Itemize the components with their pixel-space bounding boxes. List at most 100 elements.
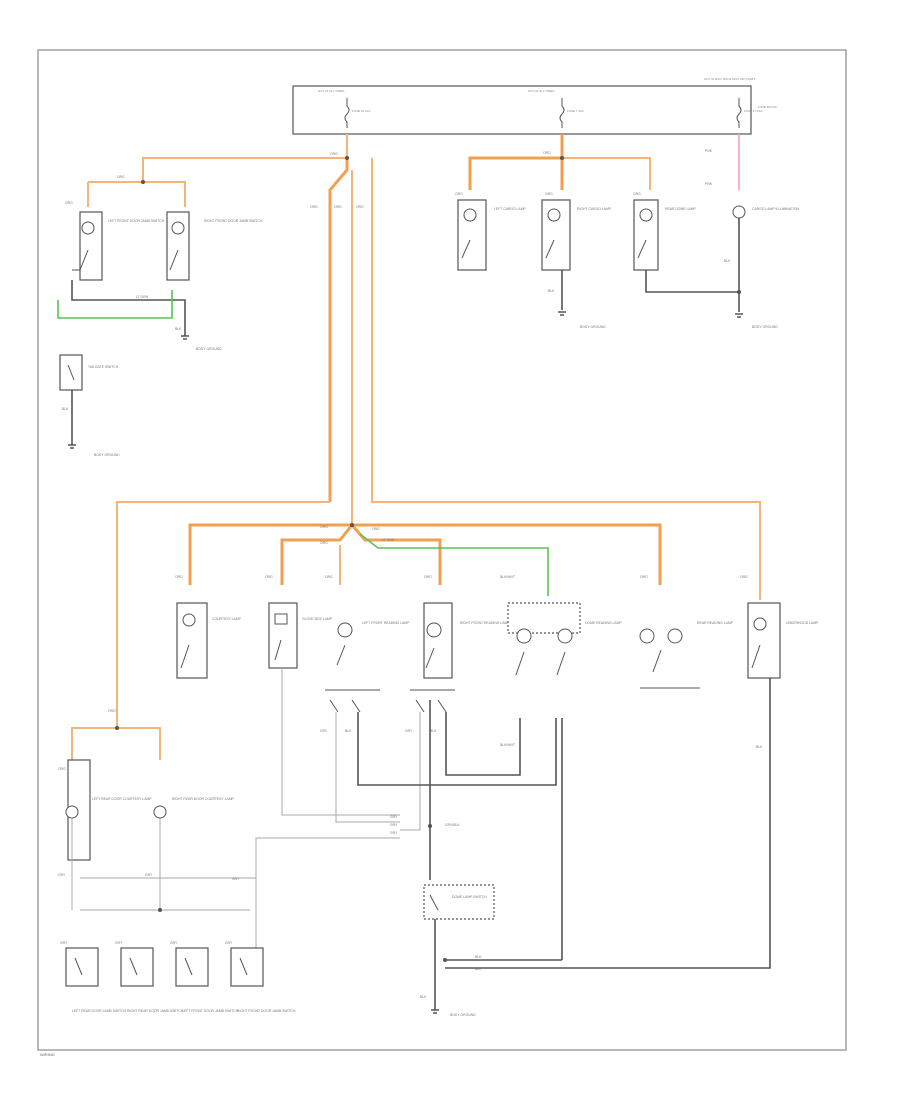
wire-fuse7-feed	[468, 134, 564, 190]
lf-reading-lamp: ORG LEFT FRONT READING LAMP	[325, 575, 410, 666]
wire-label-gry-11: GRY	[170, 941, 178, 945]
svg-text:RIGHT REAR DOOR JAMB SWITCH: RIGHT REAR DOOR JAMB SWITCH	[127, 1009, 184, 1013]
wire-label-gry-1: GRY	[320, 729, 328, 733]
wire-label-org-7: ORG	[320, 525, 328, 529]
lr-door-courtesy-lamp: ORG LEFT REAR DOOR COURTESY LAMP	[58, 759, 152, 861]
svg-text:ORG: ORG	[325, 575, 333, 579]
rear-reading-lamp: ORG REAR READING LAMP	[639, 575, 734, 689]
svg-text:ORG: ORG	[265, 575, 273, 579]
svg-text:ORG: ORG	[424, 575, 432, 579]
wire-main-down-1	[328, 158, 349, 502]
svg-text:BODY GROUND: BODY GROUND	[450, 1013, 476, 1017]
svg-text:LEFT CARGO LAMP: LEFT CARGO LAMP	[494, 207, 527, 211]
wire-label-blk-6: BLK	[430, 729, 437, 733]
svg-text:ORG: ORG	[640, 575, 648, 579]
svg-text:BODY GROUND: BODY GROUND	[94, 453, 120, 457]
wire-label-blk-7: BLK	[756, 745, 763, 749]
wire-label-grybk-1: GRY/BLK	[445, 823, 460, 827]
ground-4: BODY GROUND	[735, 313, 778, 329]
wire-label-blk-10: BLK	[420, 995, 427, 999]
wire-label-blk-8: BLK	[475, 955, 482, 959]
wire-blk-lf-to-dome	[357, 712, 557, 786]
wire-label-blk-2: BLK	[62, 407, 69, 411]
fuse-center: FUSE 7 10A	[559, 98, 584, 128]
rear-dome-lamp: ORG REAR DOME LAMP	[633, 192, 696, 271]
wire-mid-bus-right	[350, 523, 662, 585]
rf-door-jamb-switch-2: RIGHT FRONT DOOR JAMB SWITCH	[230, 947, 296, 1013]
wire-label-gry-5: GRY	[390, 831, 398, 835]
wire-blk-underhood	[445, 678, 771, 969]
rr-door-jamb-switch: RIGHT REAR DOOR JAMB SWITCH	[120, 947, 184, 1013]
svg-text:ORG: ORG	[633, 192, 641, 196]
wire-blk-crossover	[71, 280, 186, 310]
tailgate-label: TAILGATE SWITCH	[88, 365, 119, 369]
svg-text:ORG: ORG	[58, 767, 66, 771]
svg-text:RIGHT FRONT READING LAMP: RIGHT FRONT READING LAMP	[460, 621, 510, 625]
wire-label-ltgrn-2: LT GRN	[382, 538, 395, 542]
svg-text:LEFT REAR DOOR COURTESY LAMP: LEFT REAR DOOR COURTESY LAMP	[92, 797, 152, 801]
wire-label-org-8: ORG	[320, 541, 328, 545]
dome-reading-lamp: DOME READING LAMP	[507, 602, 622, 676]
wire-ltgrn-mid	[359, 533, 549, 596]
svg-text:ORG: ORG	[545, 192, 553, 196]
svg-text:CARGO LAMP ILLUMINATION: CARGO LAMP ILLUMINATION	[752, 207, 800, 211]
wire-gry-loop	[80, 837, 400, 960]
wire-main-down-2	[371, 158, 761, 600]
wire-label-gry-10: GRY	[115, 941, 123, 945]
svg-text:ORG: ORG	[740, 575, 748, 579]
wire-fuse16-feed	[87, 134, 348, 207]
lf-door-jamb-switch: ORG LEFT FRONT DOOR JAMB SWITCH	[65, 201, 165, 281]
wire-label-gry-12: GRY	[225, 941, 233, 945]
wire-label-gry-2: GRY	[405, 729, 413, 733]
splice-dots	[115, 156, 741, 962]
rf-reading-lamp: ORG RIGHT FRONT READING LAMP	[423, 575, 510, 679]
svg-text:COURTESY LAMP: COURTESY LAMP	[212, 617, 242, 621]
page-id: WIRING	[40, 1052, 55, 1057]
cargo-illumination: CARGO LAMP ILLUMINATION	[732, 205, 800, 219]
wire-gry-glovebox	[281, 668, 400, 816]
wire-blk-dome-right	[645, 218, 740, 312]
svg-text:ORG: ORG	[455, 192, 463, 196]
fuse-right: FUSE 17 10A	[736, 98, 762, 128]
wire-label-gry-7: GRY	[145, 873, 153, 877]
wire-fuse7-branch	[562, 157, 651, 190]
svg-text:GLOVE BOX LAMP: GLOVE BOX LAMP	[302, 617, 333, 621]
svg-text:LEFT FRONT DOOR JAMB SWITCH: LEFT FRONT DOOR JAMB SWITCH	[182, 1009, 239, 1013]
wire-label-org-1: ORG	[117, 175, 125, 179]
fuse-block-name: FUSE BLOCK	[758, 105, 777, 109]
svg-text:LEFT FRONT READING LAMP: LEFT FRONT READING LAMP	[362, 621, 410, 625]
fuse-left: FUSE 16 10A	[344, 98, 370, 128]
wire-mid-bus-left	[188, 523, 354, 585]
lh-cargo-lamp: ORG LEFT CARGO LAMP	[455, 192, 527, 271]
wire-label-org-9: ORG	[372, 527, 380, 531]
fuse-block: HOT AT ALL TIMES HOT AT ALL TIMES HOT IN…	[292, 77, 777, 135]
svg-text:BODY GROUND: BODY GROUND	[196, 347, 222, 351]
rr-door-courtesy-lamp: RIGHT REAR DOOR COURTESY LAMP	[153, 797, 235, 819]
svg-text:DOME READING LAMP: DOME READING LAMP	[585, 621, 622, 625]
wire-label-org-6: ORG	[543, 151, 551, 155]
svg-text:RIGHT REAR DOOR COURTESY LAMP: RIGHT REAR DOOR COURTESY LAMP	[172, 797, 235, 801]
fuse-block-left-label: HOT AT ALL TIMES	[318, 89, 344, 93]
lf-door-jamb-label: LEFT FRONT DOOR JAMB SWITCH	[108, 219, 165, 223]
svg-text:LEFT REAR DOOR JAMB SWITCH: LEFT REAR DOOR JAMB SWITCH	[72, 1009, 127, 1013]
rf-door-jamb-switch: RIGHT FRONT DOOR JAMB SWITCH	[166, 211, 263, 281]
wire-gry-rf	[400, 712, 421, 831]
wire-label-blk-1: BLK	[175, 327, 182, 331]
wire-gry-lower-left	[71, 818, 250, 911]
rf-reading-switches	[410, 689, 455, 713]
svg-text:RIGHT CARGO LAMP: RIGHT CARGO LAMP	[577, 207, 612, 211]
svg-text:REAR READING LAMP: REAR READING LAMP	[697, 621, 734, 625]
wire-label-gry-8: GRY	[232, 877, 240, 881]
fuse-right-label: FUSE 17 10A	[744, 109, 762, 113]
wire-label-org-4: ORG	[356, 205, 364, 209]
ground-3: BODY GROUND	[558, 311, 606, 329]
svg-text:DOME LAMP SWITCH: DOME LAMP SWITCH	[452, 895, 487, 899]
wire-label-org-3: ORG	[334, 205, 342, 209]
wire-label-gry-6: GRY	[58, 873, 66, 877]
wire-label-blk-4: BLK	[724, 259, 731, 263]
courtesy-lamp: ORG COURTESY LAMP	[175, 575, 242, 679]
lf-reading-switches	[325, 689, 380, 713]
ground-1: BODY GROUND	[181, 335, 222, 351]
fuse-block-right-label: HOT IN RUN, BULB TEST OR START	[704, 77, 755, 81]
